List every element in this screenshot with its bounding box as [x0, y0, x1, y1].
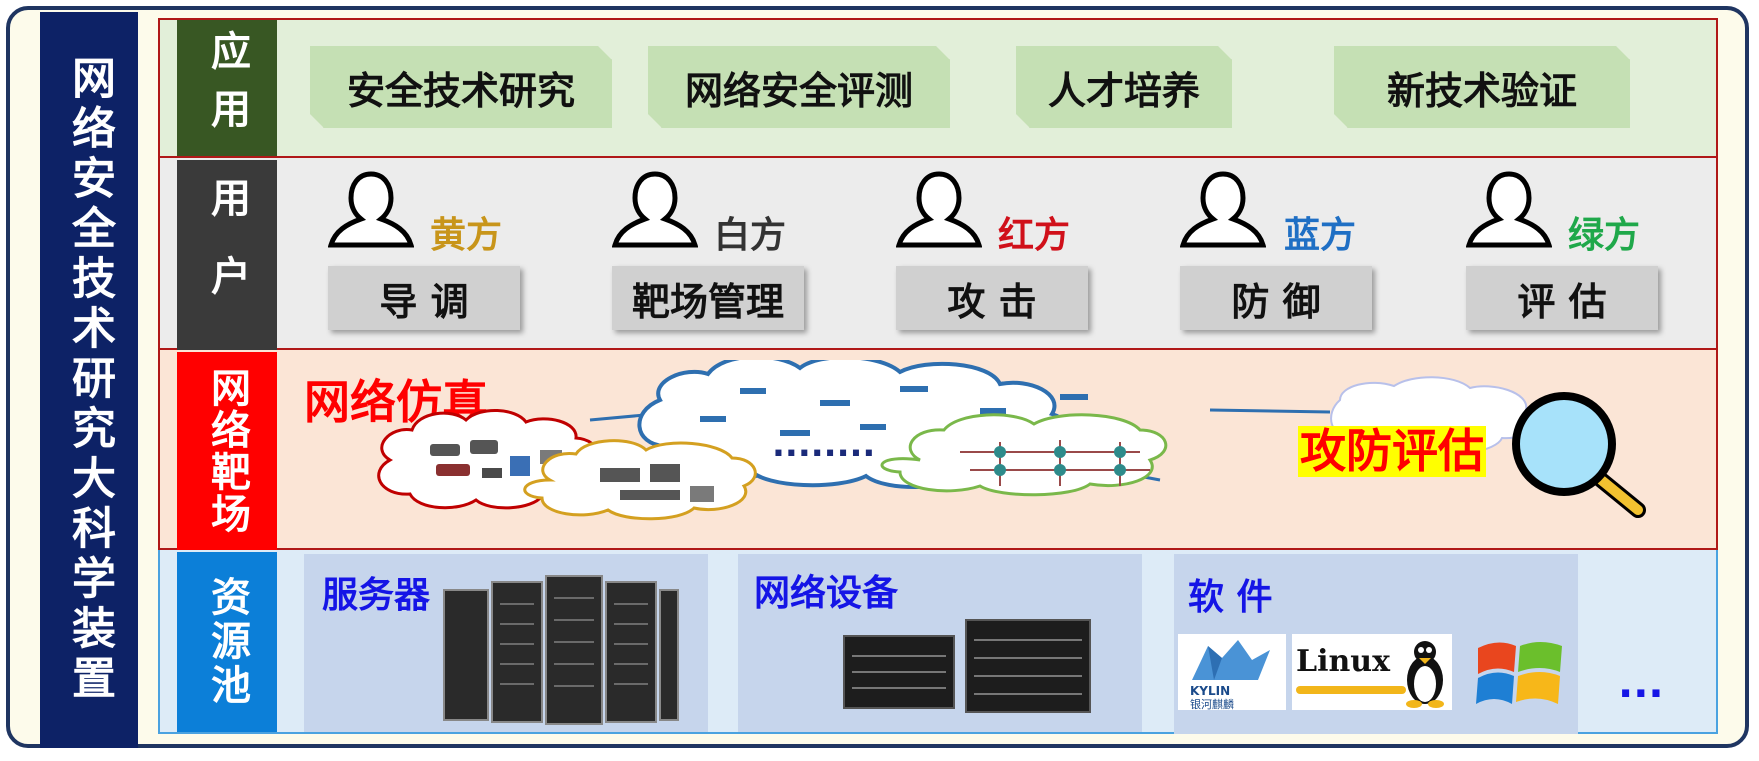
role-duty-box: 导 调 — [328, 266, 520, 330]
magnifier-icon — [1512, 392, 1646, 518]
attack-defense-evaluation-label: 攻防评估 — [1298, 424, 1486, 478]
linux-swoosh — [1296, 686, 1406, 694]
person-icon — [1180, 171, 1266, 248]
role-duty-box: 评 估 — [1466, 266, 1658, 330]
kylin-logo-text: KYLIN — [1190, 684, 1231, 698]
application-layer-label: 应用 — [177, 20, 277, 156]
person-icon — [896, 171, 982, 248]
software-title: 软 件 — [1188, 577, 1273, 618]
app-security-research: 安全技术研究 — [310, 46, 612, 128]
server-icons — [600, 464, 714, 502]
vertical-title-bar: 网络安全技术研究大科学装置 — [40, 12, 138, 748]
user-layer-label: 用户 — [177, 160, 277, 350]
role-name: 红方 — [998, 215, 1071, 256]
role-name: 绿方 — [1568, 215, 1641, 256]
range-ellipsis: ........ — [772, 425, 875, 465]
server-racks-icon — [443, 575, 679, 725]
resource-layer-label: 资源池 — [177, 552, 277, 732]
app-security-evaluation: 网络安全评测 — [648, 46, 950, 128]
role-duty-box: 攻 击 — [896, 266, 1088, 330]
network-devices-title: 网络设备 — [754, 573, 899, 614]
person-icon — [612, 171, 698, 248]
role-name: 白方 — [714, 215, 787, 256]
linux-logo: Linux — [1292, 634, 1452, 710]
tux-penguin-icon — [1406, 641, 1444, 708]
role-name: 蓝方 — [1284, 215, 1357, 256]
range-layer-label: 网络靶场 — [177, 352, 277, 550]
cloud-lan — [880, 413, 1168, 497]
kylin-logo-mark — [1192, 640, 1270, 680]
person-icon — [328, 171, 414, 248]
role-duty-box: 靶场管理 — [612, 266, 804, 330]
person-icon — [1466, 171, 1552, 248]
network-switches-icon — [843, 619, 1091, 713]
role-name: 黄方 — [430, 215, 503, 256]
diagram-title: 网络安全技术研究大科学装置 — [64, 55, 115, 705]
network-topology-clouds: ........ — [377, 360, 1536, 521]
windows-logo-icon — [1476, 642, 1562, 704]
linux-logo-text: Linux — [1296, 644, 1390, 679]
servers-title: 服务器 — [322, 575, 431, 616]
role-duty-box: 防 御 — [1180, 266, 1372, 330]
app-new-tech-validation: 新技术验证 — [1334, 46, 1630, 128]
more-software-ellipsis: ... — [1618, 661, 1664, 707]
kylin-logo-cn: 银河麒麟 — [1190, 698, 1234, 711]
lan-switches — [994, 446, 1126, 476]
kylin-logo: KYLIN 银河麒麟 — [1178, 634, 1286, 711]
app-talent-training: 人才培养 — [1016, 46, 1232, 128]
